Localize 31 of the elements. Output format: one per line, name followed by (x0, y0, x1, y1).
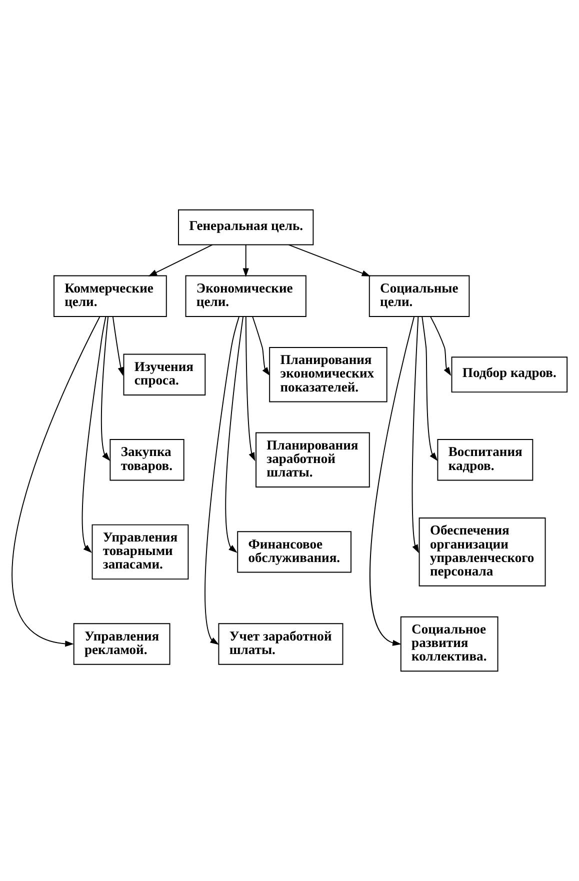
arrow (100, 316, 110, 461)
node-box: Управления товарными запасами. (92, 524, 189, 580)
node-box: Воспитания кадров. (437, 439, 534, 481)
arrow (204, 316, 240, 645)
arrow (288, 244, 371, 276)
arrow (112, 316, 124, 376)
node-box: Планирования экономических показателей. (269, 347, 388, 402)
node-box: Социальные цели. (368, 275, 470, 317)
arrow (422, 316, 438, 462)
node-box: Изучения спроса. (123, 354, 206, 396)
node-box: Планирования заработной шлаты. (256, 432, 370, 488)
arrow (12, 316, 100, 647)
arrow (82, 316, 106, 553)
arrow (242, 244, 249, 277)
arrow (148, 244, 213, 276)
node-box: Управления рекламой. (73, 623, 170, 665)
arrow (252, 316, 270, 376)
node-box: Экономические цели. (185, 275, 306, 317)
node-box: Подбор кадров. (451, 356, 568, 393)
arrow (370, 316, 415, 646)
node-box: Закупка товаров. (110, 439, 184, 481)
node-box: Генеральная цель. (178, 209, 314, 246)
node-box: Финансовое обслуживания. (237, 531, 352, 573)
arrow (430, 316, 452, 376)
node-box: Коммерческие цели. (54, 275, 167, 317)
arrow (412, 316, 419, 554)
node-box: Обеспечения организации управленческого персонала (418, 518, 546, 586)
node-box: Учет заработной шлаты. (218, 623, 344, 665)
node-box: Социальное развития коллектива. (400, 616, 498, 672)
arrow (245, 316, 256, 462)
arrow (225, 316, 244, 553)
